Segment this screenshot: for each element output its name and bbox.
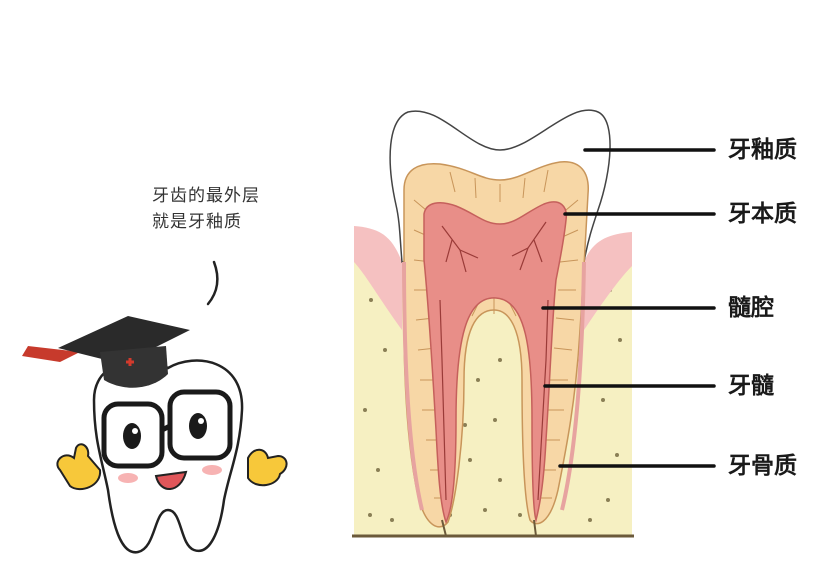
label-pulp-cavity: 髓腔 — [728, 295, 774, 321]
glove-right — [247, 448, 288, 487]
root-tip-left — [441, 519, 447, 537]
eye-left — [123, 423, 141, 449]
leader-lines — [541, 148, 716, 468]
label-enamel: 牙釉质 — [728, 137, 797, 163]
blush-right — [202, 465, 222, 475]
label-cementum: 牙骨质 — [728, 453, 797, 479]
label-pulp: 牙髓 — [728, 373, 774, 399]
pulp-nerves — [439, 221, 549, 501]
cementum-outline — [402, 261, 586, 511]
speech-tick — [206, 260, 219, 306]
speech-bubble-text: 牙齿的最外层 就是牙釉质 — [152, 183, 260, 235]
speech-line-2: 就是牙釉质 — [152, 212, 242, 232]
gum-left — [354, 226, 402, 330]
eye-right — [189, 413, 207, 439]
cap-tassel — [22, 346, 80, 362]
grad-cap-base — [100, 346, 168, 388]
root-tip-right — [533, 519, 537, 537]
pulp-chamber — [423, 201, 568, 524]
glove-left — [56, 443, 102, 491]
gum-right — [584, 232, 632, 330]
cap-cross-icon — [126, 358, 134, 366]
mascot-tooth — [22, 260, 288, 554]
dentin-tubules — [413, 169, 579, 499]
blush-left — [118, 473, 138, 483]
grad-cap-board — [58, 316, 190, 364]
speech-line-1: 牙齿的最外层 — [152, 186, 260, 206]
label-dentin: 牙本质 — [728, 201, 797, 227]
tooth-cross-section — [352, 109, 634, 538]
mouth — [154, 470, 188, 490]
